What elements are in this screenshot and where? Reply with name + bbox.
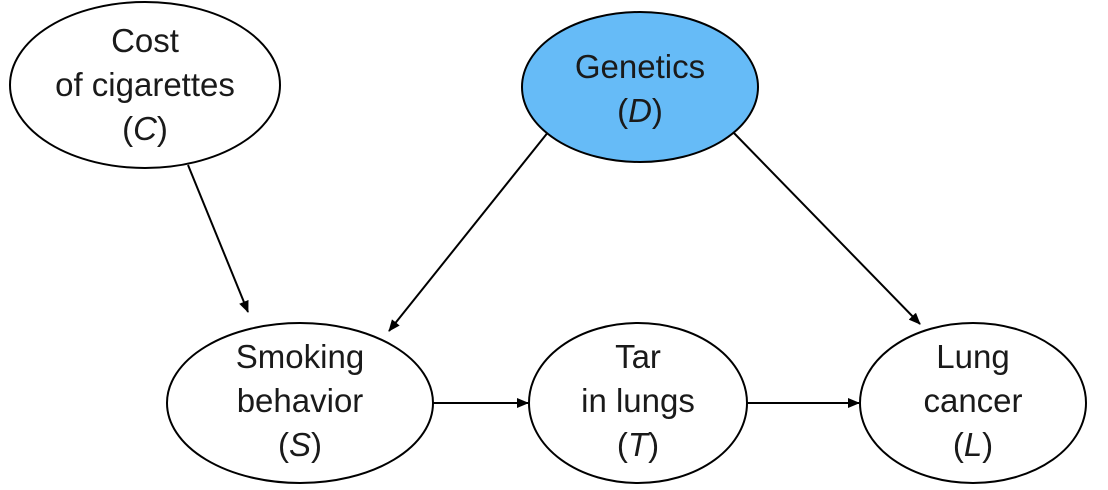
node-smoking-paren-close: ) (311, 426, 322, 463)
node-genetics-paren-open: ( (617, 92, 628, 129)
node-lung-symbol: L (964, 426, 982, 463)
node-cost-paren-close: ) (157, 110, 168, 147)
node-cost-paren-open: ( (122, 110, 133, 147)
node-cost-symbol: C (133, 110, 158, 147)
node-genetics-ellipse (521, 11, 759, 163)
node-genetics-paren-close: ) (652, 92, 663, 129)
node-lung-paren-close: ) (982, 426, 993, 463)
node-genetics-line1: Genetics (575, 48, 705, 85)
node-lung-cancer: Lung cancer (L) (859, 322, 1087, 484)
node-smoking-symbol-label: (S) (278, 426, 322, 463)
node-lung-line2: cancer (923, 382, 1022, 419)
node-lung-symbol-label: (L) (953, 426, 993, 463)
node-smoking-symbol: S (289, 426, 311, 463)
node-tar-line2: in lungs (581, 382, 695, 419)
node-smoking-line1: Smoking (236, 338, 364, 375)
node-cost-ellipse (9, 1, 281, 169)
node-tar-ellipse (528, 322, 748, 484)
node-genetics-symbol: D (628, 92, 652, 129)
node-cost-line1: Cost (111, 22, 179, 59)
node-tar-symbol: T (628, 426, 651, 463)
edge-genetics-to-smoking (388, 130, 550, 332)
node-genetics: Genetics (D) (521, 11, 759, 163)
node-cost-symbol-label: (C) (122, 110, 168, 147)
node-tar-in-lungs: Tar in lungs (T) (528, 322, 748, 484)
node-genetics-symbol-label: (D) (617, 92, 663, 129)
node-lung-paren-open: ( (953, 426, 964, 463)
node-smoking-paren-open: ( (278, 426, 289, 463)
node-smoking-ellipse (166, 322, 434, 484)
node-lung-ellipse (859, 322, 1087, 484)
edge-cost-to-smoking (187, 164, 249, 313)
node-tar-line1: Tar (615, 338, 661, 375)
node-tar-paren-close: ) (648, 426, 659, 463)
node-cost-of-cigarettes: Cost of cigarettes (C) (9, 1, 281, 169)
node-cost-line2: of cigarettes (55, 66, 235, 103)
node-smoking-behavior: Smoking behavior (S) (166, 322, 434, 484)
node-smoking-line2: behavior (237, 382, 364, 419)
edge-genetics-to-lung (731, 130, 921, 325)
node-lung-line1: Lung (936, 338, 1009, 375)
node-tar-symbol-label: (T) (617, 426, 659, 463)
edges (187, 130, 921, 408)
node-tar-paren-open: ( (617, 426, 628, 463)
